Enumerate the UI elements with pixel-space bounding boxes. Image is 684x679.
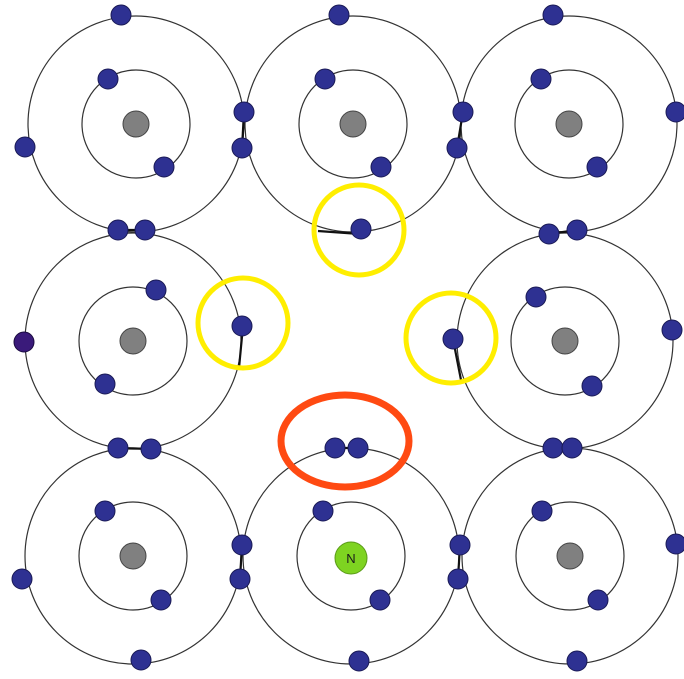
atom-0-2 xyxy=(460,4,684,233)
inner-electron xyxy=(153,156,175,178)
inner-electron xyxy=(94,373,116,395)
outer-electron xyxy=(130,649,152,671)
free-electron xyxy=(13,331,35,353)
shared-electron xyxy=(566,219,588,241)
shared-electron xyxy=(231,534,253,556)
inner-shell xyxy=(78,501,188,611)
paired-electron xyxy=(347,437,369,459)
inner-electron xyxy=(531,500,553,522)
shared-electron xyxy=(561,437,583,459)
inner-electron xyxy=(97,68,119,90)
paired-electron xyxy=(324,437,346,459)
shared-electron xyxy=(107,219,129,241)
shared-electron xyxy=(542,437,564,459)
shared-electron xyxy=(449,534,471,556)
nucleus xyxy=(555,110,583,138)
nucleus xyxy=(119,542,147,570)
outer-electron xyxy=(542,4,564,26)
nucleus xyxy=(119,327,147,355)
dopant-label: N xyxy=(346,551,355,566)
outer-electron xyxy=(14,136,36,158)
inner-shell xyxy=(78,286,188,396)
outer-electron xyxy=(665,533,684,555)
inner-electron xyxy=(312,500,334,522)
inner-shell xyxy=(510,286,620,396)
dopant-nucleus xyxy=(334,541,368,575)
inner-electron xyxy=(145,279,167,301)
highlight-circle-right xyxy=(403,290,499,386)
bond-1-0_2-0 xyxy=(107,437,162,460)
atom-0-1 xyxy=(244,4,462,233)
atom-1-2 xyxy=(456,232,683,450)
outer-electron xyxy=(110,4,132,26)
highlight-circle-left xyxy=(195,275,291,371)
outer-electron xyxy=(348,650,370,672)
inner-electron xyxy=(369,589,391,611)
inner-shell xyxy=(296,501,406,611)
inner-electron xyxy=(314,68,336,90)
inner-shell xyxy=(81,69,191,179)
nucleus xyxy=(551,327,579,355)
shared-electron xyxy=(107,437,129,459)
bond-2-0_2-1 xyxy=(229,534,253,590)
dangling-bond-right xyxy=(442,328,464,381)
outer-electron xyxy=(566,650,588,672)
bond-0-0_0-1 xyxy=(231,101,255,159)
nucleus xyxy=(339,110,367,138)
inner-electron xyxy=(525,286,547,308)
unpaired-electron xyxy=(350,218,372,240)
atom-2-0 xyxy=(11,447,242,671)
shared-electron xyxy=(233,101,255,123)
unpaired-electron xyxy=(231,315,253,337)
bond-0-1_0-2 xyxy=(446,101,474,159)
inner-electron xyxy=(581,375,603,397)
highlight-ellipse-pair xyxy=(277,391,413,491)
shared-electron xyxy=(231,137,253,159)
outer-electron xyxy=(665,101,684,123)
inner-shell xyxy=(515,501,625,611)
inner-electron xyxy=(94,500,116,522)
shared-electron xyxy=(446,137,468,159)
bond-1-2_2-2 xyxy=(542,437,583,459)
shared-electron xyxy=(140,438,162,460)
inner-electron xyxy=(586,156,608,178)
dangling-bond-top xyxy=(317,218,372,240)
inner-shell xyxy=(298,69,408,179)
atom-2-2 xyxy=(461,447,684,672)
inner-shell xyxy=(514,69,624,179)
unpaired-electron xyxy=(442,328,464,350)
shared-electron xyxy=(134,219,156,241)
highlight-circle-top xyxy=(311,182,407,278)
atom-2-1-dopant: N xyxy=(242,447,460,672)
shared-electron xyxy=(229,568,251,590)
bond-0-2_1-2 xyxy=(538,219,588,245)
outer-electron xyxy=(11,568,33,590)
shared-electron xyxy=(538,223,560,245)
vacancy-electron-pair xyxy=(324,437,369,459)
shared-electron xyxy=(452,101,474,123)
atom-1-0 xyxy=(24,232,242,450)
shared-electron xyxy=(447,568,469,590)
dangling-bond-left xyxy=(231,315,253,369)
inner-electron xyxy=(150,589,172,611)
outer-electron xyxy=(328,4,350,26)
bond-2-1_2-2 xyxy=(447,534,471,590)
outer-electron xyxy=(661,319,683,341)
nucleus xyxy=(556,542,584,570)
nucleus xyxy=(122,110,150,138)
atom-0-0 xyxy=(14,4,245,233)
inner-electron xyxy=(530,68,552,90)
inner-electron xyxy=(587,589,609,611)
inner-electron xyxy=(370,156,392,178)
bond-0-0_1-0 xyxy=(107,219,156,241)
